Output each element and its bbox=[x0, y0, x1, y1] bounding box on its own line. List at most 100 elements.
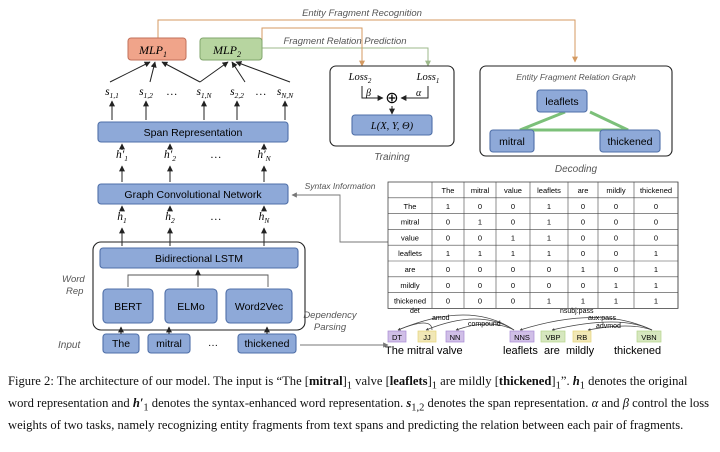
span-var-6: sN,N bbox=[277, 86, 294, 100]
dep-word-mildly: mildly bbox=[566, 345, 595, 357]
matrix-cell: 0 bbox=[478, 265, 482, 274]
matrix-cell: 0 bbox=[547, 265, 551, 274]
matrix-cell: 1 bbox=[478, 249, 482, 258]
matrix-cell: 0 bbox=[511, 218, 515, 227]
matrix-row-label: value bbox=[401, 233, 419, 242]
matrix-cell: 0 bbox=[581, 249, 585, 258]
svg-text:The: The bbox=[112, 338, 130, 350]
matrix-cell: 0 bbox=[478, 202, 482, 211]
svg-text:MLP1: MLP1 bbox=[138, 43, 167, 59]
span-var-2: … bbox=[167, 86, 177, 98]
matrix-header-mildly: mildly bbox=[606, 186, 625, 195]
matrix-cell: 1 bbox=[654, 249, 658, 258]
svg-text:Graph Convolutional Network: Graph Convolutional Network bbox=[124, 189, 262, 201]
matrix-cell: 0 bbox=[511, 281, 515, 290]
objective-label: L(X, Y, Θ) bbox=[370, 121, 414, 132]
matrix-cell: 0 bbox=[614, 233, 618, 242]
matrix-cell: 1 bbox=[511, 249, 515, 258]
matrix-row-label: leaflets bbox=[398, 249, 422, 258]
h-var-2: … bbox=[211, 211, 221, 223]
matrix-cell: 0 bbox=[614, 218, 618, 227]
matrix-cell: 0 bbox=[446, 218, 450, 227]
matrix-cell: 0 bbox=[478, 297, 482, 306]
matrix-row-label: mildly bbox=[400, 281, 419, 290]
matrix-cell: 1 bbox=[547, 233, 551, 242]
entity-fragment-recognition-label: Entity Fragment Recognition bbox=[302, 8, 422, 19]
matrix-cell: 1 bbox=[654, 281, 658, 290]
dep-word-phrase: The mitral valve bbox=[385, 345, 463, 357]
matrix-cell: 0 bbox=[511, 265, 515, 274]
mlp2-box: MLP2 bbox=[199, 37, 263, 61]
matrix-cell: 0 bbox=[581, 281, 585, 290]
pos-tag-jj: JJ bbox=[423, 333, 431, 342]
dependency-parsing-label-1: Dependency bbox=[303, 310, 358, 321]
matrix-cell: 1 bbox=[446, 249, 450, 258]
matrix-cell: 0 bbox=[654, 218, 658, 227]
matrix-row-label: mitral bbox=[401, 218, 420, 227]
pos-tag-dt: DT bbox=[392, 333, 402, 342]
matrix-cell: 1 bbox=[547, 297, 551, 306]
hprime-var-1: h′2 bbox=[164, 149, 176, 163]
matrix-cell: 0 bbox=[478, 281, 482, 290]
mlp1-box: MLP1 bbox=[127, 37, 187, 61]
dep-word-thickened: thickened bbox=[614, 345, 661, 357]
training-title: Training bbox=[374, 152, 410, 163]
elmo-label: ELMo bbox=[177, 301, 205, 313]
syntax-information-label: Syntax Information bbox=[305, 181, 376, 191]
svg-text:mitral: mitral bbox=[156, 338, 182, 350]
arc-advmod: advmod bbox=[596, 323, 621, 330]
matrix-cell: 0 bbox=[547, 281, 551, 290]
span-var-4: s2,2 bbox=[230, 86, 244, 100]
input-token-thickened: thickened bbox=[237, 333, 297, 354]
alpha-symbol: α bbox=[416, 88, 422, 99]
span-var-0: s1,1 bbox=[105, 86, 119, 100]
input-token-the: The bbox=[102, 333, 140, 354]
word-rep-box: Bidirectional LSTM BERT ELMo Word2Vec bbox=[92, 241, 306, 331]
word-rep-label-1: Word bbox=[62, 274, 85, 285]
matrix-header-thickened: thickened bbox=[640, 186, 672, 195]
bert-label: BERT bbox=[114, 301, 142, 313]
word-rep-label-2: Rep bbox=[66, 286, 83, 297]
fragment-relation-prediction-label: Fragment Relation Prediction bbox=[283, 36, 406, 47]
bilstm-label: Bidirectional LSTM bbox=[155, 253, 243, 265]
matrix-cell: 1 bbox=[614, 297, 618, 306]
decoding-box: Entity Fragment Relation Graph leaflets … bbox=[479, 65, 673, 157]
loss2-label: Loss2 bbox=[348, 72, 372, 85]
training-box: Loss2 Loss1 β α ⊕ L(X, Y, Θ) bbox=[329, 65, 455, 147]
matrix-cell: 0 bbox=[614, 249, 618, 258]
matrix-cell: 0 bbox=[654, 233, 658, 242]
word2vec-label: Word2Vec bbox=[235, 301, 283, 313]
node-mitral: mitral bbox=[499, 136, 525, 148]
matrix-cell: 0 bbox=[654, 202, 658, 211]
dependency-parse: det amod compound nsubj:pass aux:pass ad… bbox=[397, 308, 653, 331]
recognition-connector: Entity Fragment Recognition bbox=[157, 8, 578, 63]
loss1-label: Loss1 bbox=[416, 72, 440, 85]
matrix-header-value: value bbox=[504, 186, 522, 195]
dependency-words: The mitral valve leaflets are mildly thi… bbox=[385, 345, 661, 357]
matrix-header-leaflets: leaflets bbox=[537, 186, 561, 195]
arc-nsubj-pass: nsubj:pass bbox=[560, 308, 594, 315]
h-var-0: h1 bbox=[117, 211, 127, 225]
matrix-cell: 1 bbox=[547, 218, 551, 227]
figure-caption: Figure 2: The architecture of our model.… bbox=[8, 374, 710, 433]
arc-det: det bbox=[410, 308, 420, 315]
beta-symbol: β bbox=[365, 88, 371, 99]
matrix-row-label: The bbox=[404, 202, 417, 211]
relation-connector: Fragment Relation Prediction bbox=[261, 27, 431, 67]
pos-tag-nn: NN bbox=[450, 333, 461, 342]
arc-amod: amod bbox=[432, 315, 450, 322]
h-var-3: hN bbox=[259, 211, 271, 225]
gcn-box: Graph Convolutional Network bbox=[97, 183, 289, 205]
input-token-mitral: mitral bbox=[147, 333, 191, 354]
dependency-parsing-label-2: Parsing bbox=[314, 322, 347, 333]
hprime-var-0: h′1 bbox=[116, 149, 128, 163]
matrix-cell: 0 bbox=[446, 265, 450, 274]
matrix-cell: 0 bbox=[581, 233, 585, 242]
architecture-diagram: Entity Fragment Recognition Fragment Rel… bbox=[58, 8, 679, 357]
matrix-cell: 0 bbox=[614, 265, 618, 274]
matrix-cell: 1 bbox=[654, 265, 658, 274]
pos-tag-vbn: VBN bbox=[641, 333, 656, 342]
matrix-cell: 1 bbox=[581, 265, 585, 274]
